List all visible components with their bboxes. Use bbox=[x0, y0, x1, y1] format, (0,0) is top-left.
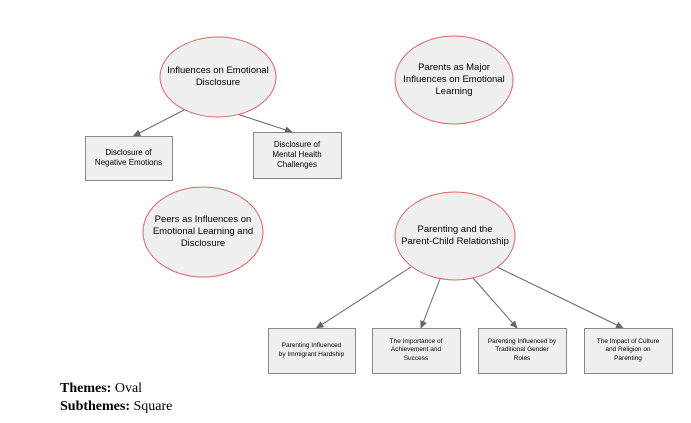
theme-oval-influences-emotional-disclosure bbox=[159, 36, 277, 118]
subtheme-box bbox=[478, 328, 567, 374]
connector-arrow bbox=[420, 278, 441, 329]
theme-oval-parenting-parent-child bbox=[394, 191, 516, 281]
theme-label: Peers as Influences on Emotional Learnin… bbox=[152, 214, 254, 249]
subtheme-box bbox=[268, 328, 356, 374]
subtheme-label: Parenting Influenced by Immigrant Hardsh… bbox=[278, 342, 345, 358]
subtheme-box bbox=[372, 328, 461, 374]
theme-label: Parenting and the Parent-Child Relations… bbox=[401, 224, 509, 247]
connector-arrow bbox=[236, 113, 293, 134]
subtheme-label: Disclosure of Mental Health Challenges bbox=[272, 140, 322, 169]
subtheme-box bbox=[584, 328, 673, 374]
connector-arrow bbox=[496, 266, 624, 329]
legend-themes-label: Themes: bbox=[60, 381, 112, 396]
theme-label: Parents as Major Influences on Emotional… bbox=[403, 62, 505, 97]
subtheme-label: Disclosure of Negative Emotions bbox=[94, 148, 163, 167]
subtheme-box bbox=[85, 136, 173, 181]
legend-subthemes-value: Square bbox=[130, 399, 173, 414]
legend-subthemes-label: Subthemes: bbox=[60, 399, 131, 414]
subtheme-box bbox=[253, 132, 342, 179]
subtheme-label: Parenting Influenced by Traditional Gend… bbox=[487, 337, 557, 362]
connector-arrow bbox=[472, 277, 518, 329]
legend-themes-value: Oval bbox=[111, 381, 143, 396]
connector-arrow bbox=[132, 109, 185, 137]
theme-label: Influences on Emotional Disclosure bbox=[167, 65, 269, 88]
subtheme-label: The Impact of Culture and Religion on Pa… bbox=[596, 337, 660, 362]
legend-subthemes: Subthemes: Square bbox=[60, 399, 172, 415]
connector-arrow bbox=[315, 266, 412, 329]
subtheme-label: The Importance of Achievement and Succes… bbox=[389, 337, 443, 362]
theme-oval-peers-influences bbox=[142, 186, 264, 278]
theme-oval-parents-major-influences bbox=[394, 35, 514, 125]
legend-themes: Themes: Oval bbox=[60, 381, 142, 397]
